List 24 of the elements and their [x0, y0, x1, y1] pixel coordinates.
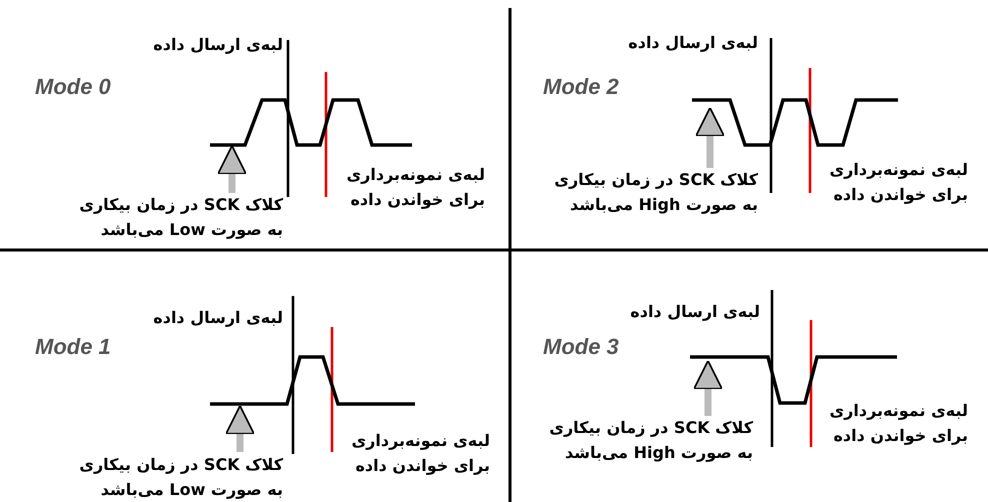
annotation-text: لبه‌ی ارسال داده	[629, 301, 760, 323]
pointer-arrow	[695, 106, 725, 168]
annotation-text: لبه‌ی ارسال داده	[152, 307, 283, 329]
mode-title: Mode 1	[35, 334, 111, 360]
clock-waveform	[210, 98, 412, 147]
annotation-text: کلاک SCK در زمان بیکاری به صورت High می‌باشد	[545, 167, 758, 217]
pointer-arrow	[225, 404, 255, 452]
mode-title: Mode 0	[35, 74, 111, 100]
annotation-text: کلاک SCK در زمان بیکاری به صورت Low می‌باشد	[70, 192, 283, 242]
annotation-text: لبه‌ی نمونه‌برداری برای خواندن داده	[350, 430, 490, 477]
clock-waveform	[210, 355, 415, 406]
annotation-text: لبه‌ی نمونه‌برداری برای خواندن داده	[346, 164, 485, 211]
pointer-arrow	[693, 360, 723, 416]
mode-title: Mode 3	[543, 334, 619, 360]
pointer-arrow	[217, 144, 247, 193]
annotation-text: لبه‌ی ارسال داده	[152, 34, 283, 56]
clock-waveform	[692, 98, 898, 147]
mode-title: Mode 2	[543, 74, 619, 100]
annotation-text: کلاک SCK در زمان بیکاری به صورت High می‌باشد	[540, 415, 753, 465]
clock-waveform	[690, 355, 897, 405]
annotation-text: لبه‌ی نمونه‌برداری برای خواندن داده	[828, 159, 968, 206]
annotation-text: لبه‌ی نمونه‌برداری برای خواندن داده	[828, 400, 968, 447]
annotation-text: لبه‌ی ارسال داده	[627, 32, 758, 54]
annotation-text: کلاک SCK در زمان بیکاری به صورت Low می‌باشد	[70, 452, 283, 502]
